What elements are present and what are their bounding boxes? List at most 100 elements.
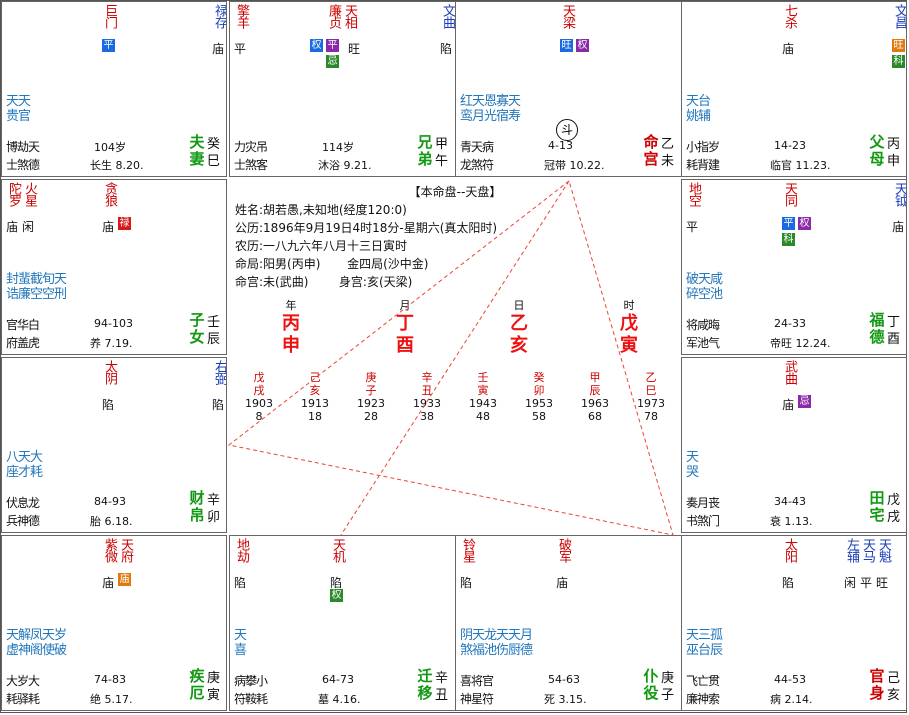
- shen-sha-row1: 将咸晦: [686, 318, 720, 332]
- star: 太阴: [102, 360, 117, 384]
- star: 武曲: [782, 360, 797, 384]
- brightness: 陷: [102, 398, 115, 412]
- sihua-badge: 旺: [560, 39, 573, 52]
- age-range: 74-83: [94, 673, 126, 686]
- star: 天相: [342, 4, 357, 28]
- chang-sheng: 胎 6.18.: [90, 515, 133, 528]
- star: 贪狼: [102, 182, 117, 206]
- shen-sha-row1: 官华白: [6, 318, 40, 332]
- shen-sha-row2: 符鞍耗: [234, 692, 268, 706]
- sihua-badge: 权: [576, 39, 589, 52]
- chang-sheng: 冠带 10.22.: [544, 159, 605, 172]
- star: 禄存: [212, 4, 227, 28]
- info-solar-date: 公历:1896年9月19日4时18分-星期六(真太阳时): [235, 221, 498, 235]
- shen-sha-row1: 青天病: [460, 140, 494, 154]
- star: 火星: [22, 182, 37, 206]
- brightness: 庙: [6, 220, 19, 234]
- sihua-badge: 庙: [118, 573, 131, 586]
- shen-sha-row2: 兵神德: [6, 514, 40, 528]
- minor-stars: 天天 贵官: [6, 94, 31, 124]
- palace-name: 迁移: [417, 667, 433, 702]
- star: 太阳: [782, 538, 797, 562]
- stem-branch: 乙未: [661, 137, 675, 169]
- shen-sha-row1: 大岁大: [6, 674, 40, 688]
- minor-stars: 破天咸 碎空池: [686, 272, 723, 302]
- age-range: 24-33: [774, 317, 806, 330]
- brightness: 庙: [892, 220, 905, 234]
- brightness: 平: [234, 42, 247, 56]
- stem-branch: 壬辰: [207, 315, 221, 347]
- sihua-badge: 权: [330, 589, 343, 602]
- palace-name: 夫妻: [189, 133, 205, 168]
- year-pillar: 年丙申: [282, 299, 300, 356]
- info-ming-ju: 命局:阳男(丙申) 金四局(沙中金): [235, 257, 429, 271]
- star: 破军: [556, 538, 571, 562]
- sihua-badge: 权: [798, 217, 811, 230]
- minor-stars: 阴天龙天天月 煞福池伤厨德: [460, 628, 533, 658]
- sihua-badge: 禄: [118, 217, 131, 230]
- shen-sha-row1: 病攀小: [234, 674, 268, 688]
- brightness: 旺: [348, 42, 361, 56]
- brightness: 庙: [782, 42, 795, 56]
- star: 廉贞: [326, 4, 341, 28]
- age-range: 14-23: [774, 139, 806, 152]
- brightness: 平: [860, 576, 873, 590]
- chang-sheng: 衰 1.13.: [770, 515, 813, 528]
- brightness: 陷: [440, 42, 453, 56]
- shen-sha-row2: 府盖虎: [6, 336, 40, 350]
- palace-name: 命宫: [643, 133, 659, 168]
- palace-name: 官身: [869, 667, 885, 702]
- sihua-badge: 科: [782, 233, 795, 246]
- star: 右弼: [212, 360, 227, 384]
- stem-branch: 甲午: [435, 137, 449, 169]
- ming-circle-icon: 斗: [556, 119, 578, 141]
- shen-sha-row1: 小指岁: [686, 140, 720, 154]
- age-range: 84-93: [94, 495, 126, 508]
- shen-sha-row2: 神星符: [460, 692, 494, 706]
- star: 巨门: [102, 4, 117, 28]
- star: 陀罗: [6, 182, 21, 206]
- shen-sha-row1: 伏息龙: [6, 496, 40, 510]
- minor-stars: 红天恩寡天 鸾月光宿寿: [460, 94, 521, 124]
- age-range: 54-63: [548, 673, 580, 686]
- minor-stars: 天三孤 巫台辰: [686, 628, 723, 658]
- palace-name: 福德: [869, 311, 885, 346]
- sihua-badge: 平: [782, 217, 795, 230]
- stem-branch: 己亥: [887, 671, 901, 703]
- stem-branch: 戊戌: [887, 493, 901, 525]
- day-pillar: 日乙亥: [510, 299, 528, 356]
- star: 七杀: [782, 4, 797, 28]
- minor-stars: 天解凤天岁 虚神阁使破: [6, 628, 67, 658]
- star: 天魁: [876, 538, 891, 562]
- shen-sha-row2: 龙煞符: [460, 158, 494, 172]
- chang-sheng: 墓 4.16.: [318, 693, 361, 706]
- stem-branch: 丁酉: [887, 315, 901, 347]
- stem-branch: 癸巳: [207, 137, 221, 169]
- palace-name: 仆役: [643, 667, 659, 702]
- chang-sheng: 病 2.14.: [770, 693, 813, 706]
- star: 文昌: [892, 4, 907, 28]
- shen-sha-row1: 博劫天: [6, 140, 40, 154]
- sihua-badge: 旺: [892, 39, 905, 52]
- info-ming-gong: 命宫:未(武曲) 身宫:亥(天梁): [235, 275, 413, 289]
- shen-sha-row2: 耗驿耗: [6, 692, 40, 706]
- star: 地劫: [234, 538, 249, 562]
